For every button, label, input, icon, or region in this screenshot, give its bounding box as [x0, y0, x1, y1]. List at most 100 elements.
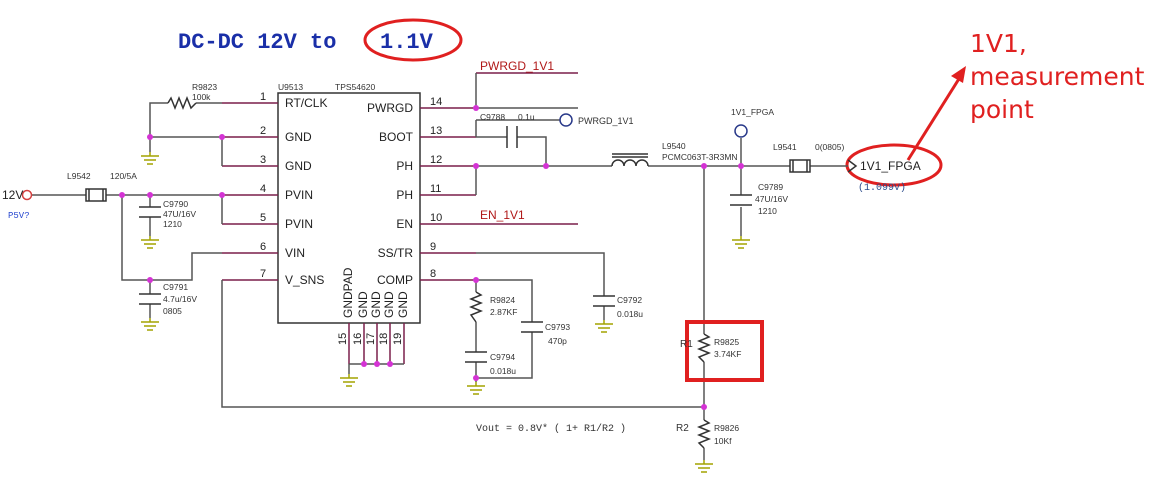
- junction-dot: [361, 361, 367, 367]
- wire: [149, 102, 168, 152]
- label-r9823-ref: R9823: [192, 82, 217, 92]
- label-r9825-value: 3.74KF: [714, 349, 741, 359]
- label-r9826-value: 10Kf: [714, 436, 732, 446]
- net-pwrgd-top: PWRGD_1V1: [480, 59, 554, 73]
- resistor-r9826: [696, 419, 712, 449]
- pin-number: 13: [430, 125, 442, 137]
- vout-formula: Vout = 0.8V* ( 1+ R1/R2 ): [476, 423, 626, 435]
- pin-number: 3: [260, 154, 266, 166]
- label-c9794-ref: C9794: [490, 352, 515, 362]
- pin-name: GND: [369, 291, 383, 318]
- ground-icon: [141, 236, 159, 249]
- label-l9540-ref: L9540: [662, 141, 686, 151]
- r9825-highlight-box: [685, 320, 764, 382]
- ground-icon: [141, 318, 159, 331]
- label-r9826-ref: R9826: [714, 423, 739, 433]
- junction-dot: [701, 163, 707, 169]
- pin-number: 16: [352, 333, 364, 345]
- ic-part: TPS54620: [335, 82, 375, 92]
- label-c9790-ref: C9790: [163, 199, 188, 209]
- pin-name: PVIN: [285, 188, 313, 202]
- pin-number: 6: [260, 241, 266, 253]
- junction-dot: [701, 404, 707, 410]
- title-prefix: DC-DC 12V to: [178, 30, 350, 55]
- label-c9790-value: 47U/16V: [163, 209, 196, 219]
- pin-name: SS/TR: [378, 246, 414, 260]
- net-measured-voltage: (1.099V): [858, 182, 906, 194]
- junction-dot: [473, 277, 479, 283]
- title-highlight: 1.1V: [380, 30, 434, 55]
- label-c9791-pkg: 0805: [163, 306, 182, 316]
- pin-name: PWRGD: [367, 101, 413, 115]
- grounds: [141, 152, 750, 473]
- fpga-test-point-icon: [734, 124, 748, 138]
- net-pwrgd-side: PWRGD_1V1: [578, 116, 634, 126]
- wire: [221, 280, 704, 408]
- pin-number: 5: [260, 212, 266, 224]
- label-r9824-value: 2.87KF: [490, 307, 517, 317]
- net-input-alt: P5V?: [8, 211, 30, 221]
- annotation-line3: point: [970, 95, 1034, 124]
- pin-number: 7: [260, 268, 266, 280]
- label-l9542-ref: L9542: [67, 171, 91, 181]
- pin-number: 4: [260, 183, 266, 195]
- label-l9541-ref: L9541: [773, 142, 797, 152]
- pin-number: 18: [378, 333, 390, 345]
- pin-name: GND: [356, 291, 370, 318]
- label-r2: R2: [676, 423, 689, 434]
- pin-name: BOOT: [379, 130, 414, 144]
- label-c9791-ref: C9791: [163, 282, 188, 292]
- label-c9788-ref: C9788: [480, 112, 505, 122]
- pin-number: 19: [392, 333, 404, 345]
- junction-dot: [387, 361, 393, 367]
- pin-name: PVIN: [285, 217, 313, 231]
- label-c9793-value: 470p: [548, 336, 567, 346]
- net-fpga-out: 1V1_FPGA: [860, 159, 921, 173]
- pin-number: 2: [260, 125, 266, 137]
- pin-number: 8: [430, 268, 436, 280]
- wire: [476, 279, 533, 322]
- wire: [150, 136, 223, 166]
- pin-number: 10: [430, 212, 442, 224]
- ground-icon: [695, 460, 713, 473]
- wires: [32, 72, 848, 460]
- pin-number: 14: [430, 96, 442, 108]
- annotation-line2: measurement: [970, 62, 1145, 91]
- pin-name: GND: [396, 291, 410, 318]
- pin-name: PH: [396, 188, 413, 202]
- label-c9794-value: 0.018u: [490, 366, 516, 376]
- ic-ref: U9513: [278, 82, 303, 92]
- label-c9789-pkg: 1210: [758, 206, 777, 216]
- net-fpga-top: 1V1_FPGA: [731, 107, 774, 117]
- resistor-r9823: [167, 95, 197, 111]
- label-c9791-value: 4.7u/16V: [163, 294, 197, 304]
- label-r1: R1: [680, 339, 693, 350]
- label-c9792-value: 0.018u: [617, 309, 643, 319]
- junction-dot: [147, 192, 153, 198]
- input-connector-icon: [21, 189, 33, 201]
- label-c9792-ref: C9792: [617, 295, 642, 305]
- pin-number: 17: [365, 333, 377, 345]
- wire: [517, 136, 547, 166]
- wire: [476, 332, 533, 379]
- label-r9824-ref: R9824: [490, 295, 515, 305]
- ic-body: [277, 92, 421, 324]
- pwrgd-test-point-icon: [559, 113, 573, 127]
- resistor-r9824: [468, 291, 484, 323]
- ground-icon: [141, 152, 159, 165]
- pin-number: 12: [430, 154, 442, 166]
- ic-right-pins: 14 PWRGD 13 BOOT 12 PH 11 PH 10 EN 9 SS/…: [367, 96, 578, 287]
- ic-left-pins: 1 RT/CLK 2 GND 3 GND 4 PVIN 5 PVIN 6 VIN…: [222, 91, 327, 287]
- measurement-circle: [845, 143, 943, 187]
- label-c9793-ref: C9793: [545, 322, 570, 332]
- junction-dot: [543, 163, 549, 169]
- label-r9825-ref: R9825: [714, 337, 739, 347]
- annotation-line1: 1V1,: [970, 29, 1027, 58]
- pin-name: PH: [396, 159, 413, 173]
- label-l9542-value: 120/5A: [110, 171, 137, 181]
- pin-number: 9: [430, 241, 436, 253]
- label-c9788-value: 0.1u: [518, 112, 535, 122]
- ground-icon: [340, 374, 358, 387]
- pin-number: 1: [260, 91, 266, 103]
